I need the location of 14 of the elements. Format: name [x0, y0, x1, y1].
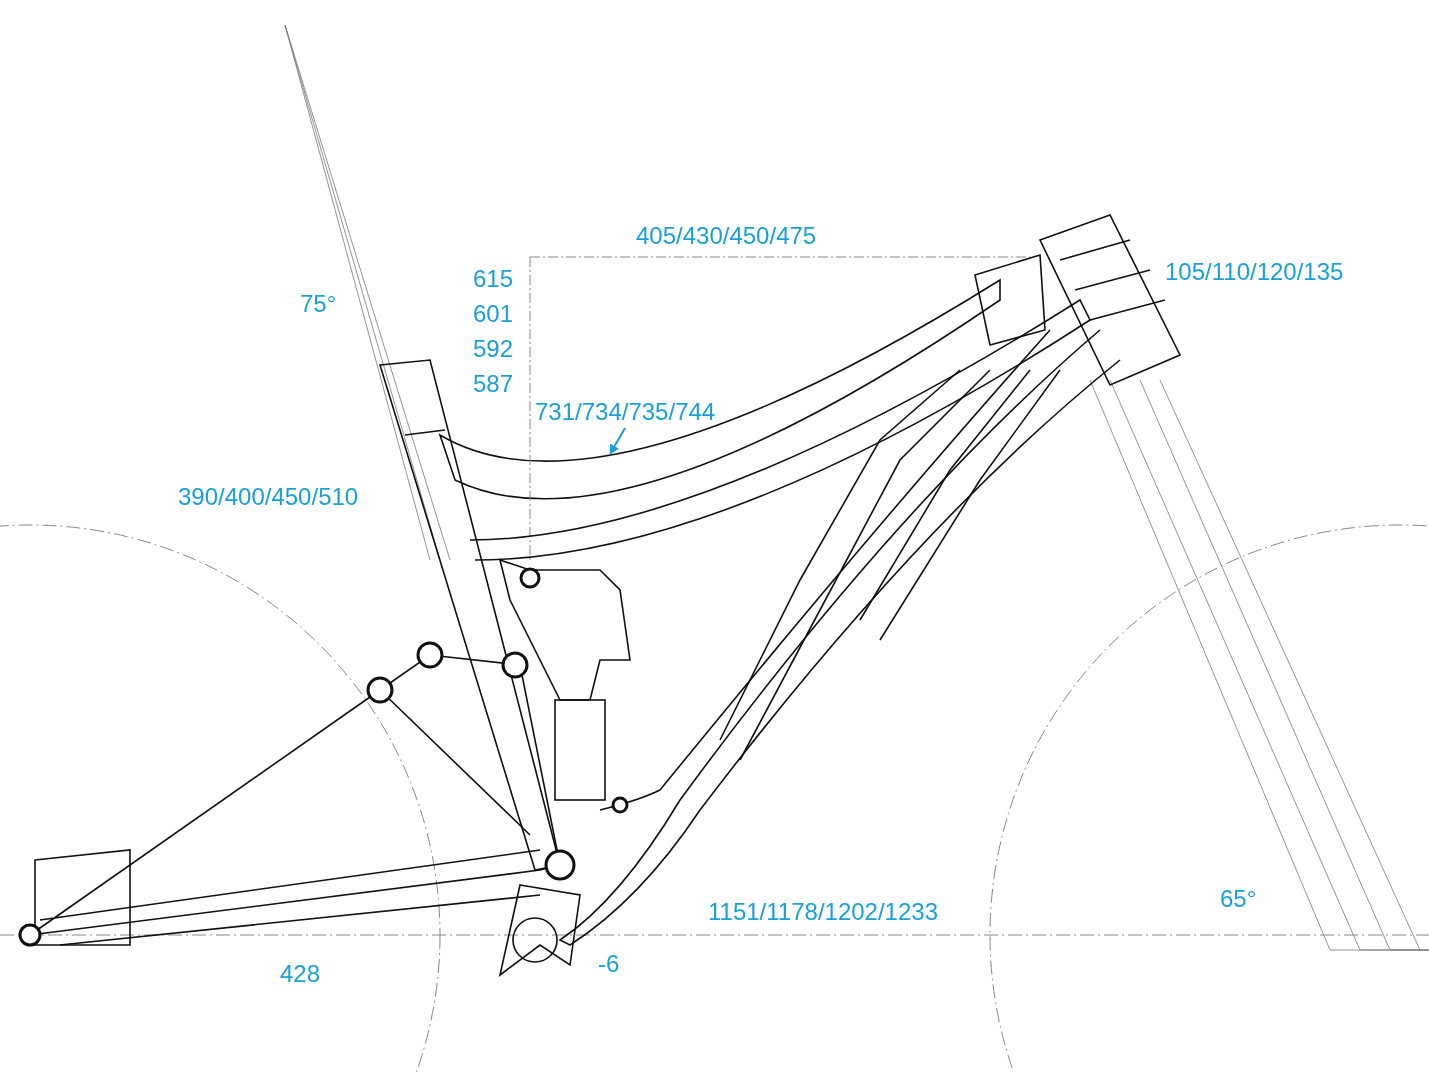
dimension-label: 615: [473, 265, 514, 293]
dimension-label: 390/400/450/510: [178, 483, 359, 511]
dimension-label: 601: [473, 300, 514, 328]
dimension-label: 592: [473, 335, 514, 363]
dimension-label: 105/110/120/135: [1165, 258, 1344, 286]
arrow: [609, 427, 627, 455]
dimension-label: 1151/1178/1202/1233: [708, 898, 938, 926]
dimension-label: 731/734/735/744: [535, 398, 716, 426]
dimension-label: 65°: [1220, 885, 1257, 913]
dimension-label: 75°: [300, 290, 337, 318]
dimension-label: 428: [280, 960, 321, 988]
dimension-label: 587: [473, 370, 514, 398]
dimension-label: -6: [598, 950, 620, 978]
dimension-label: 405/430/450/475: [636, 222, 817, 250]
